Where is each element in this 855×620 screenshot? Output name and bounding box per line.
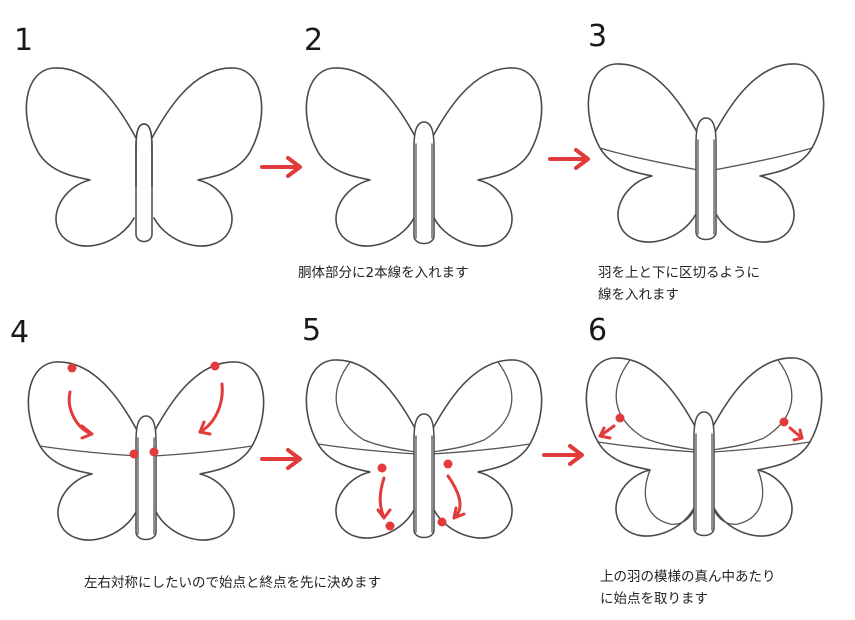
start-point-left (67, 363, 77, 373)
end-point-right (149, 447, 159, 457)
step-2-caption-line-1: 胴体部分に2本線を入れます (298, 265, 469, 281)
butterfly-step-6 (585, 357, 823, 537)
butterfly-step-4 (27, 361, 265, 541)
butterfly-step-3 (587, 63, 825, 243)
step-number-1: 1 (14, 23, 34, 58)
step-number-2: 2 (304, 23, 324, 58)
step-3-caption-line-1: 羽を上と下に区切るように (598, 265, 760, 281)
step-6-caption-line-2: に始点を取ります (600, 591, 708, 607)
step-3-caption-line-2: 線を入れます (598, 287, 679, 303)
step-number-3: 3 (588, 19, 608, 54)
arrow-5-to-6 (542, 444, 584, 466)
arrow-1-to-2 (260, 156, 302, 178)
step-number-4: 4 (10, 315, 30, 350)
step-number-5: 5 (302, 313, 322, 348)
arrow-curve-right (198, 382, 224, 434)
arrow-4-to-5 (260, 448, 302, 470)
row-2-shared-caption: 左右対称にしたいので始点と終点を先に決めます (84, 575, 381, 591)
step-number-6: 6 (588, 313, 608, 348)
butterfly-step-2 (305, 67, 543, 247)
end-point-left (129, 449, 139, 459)
arrow-curve-left (67, 390, 94, 436)
butterfly-step-1 (25, 67, 263, 247)
step-6-caption: 上の羽の模様の真ん中あたり に始点を取ります (600, 566, 776, 610)
step-2-caption: 胴体部分に2本線を入れます (298, 262, 469, 284)
step-3-caption: 羽を上と下に区切るように 線を入れます (598, 262, 760, 306)
start-point-right (210, 361, 220, 371)
step-6-caption-line-1: 上の羽の模様の真ん中あたり (600, 569, 776, 585)
arrow-2-to-3 (548, 148, 590, 170)
butterfly-step-5 (305, 359, 543, 539)
